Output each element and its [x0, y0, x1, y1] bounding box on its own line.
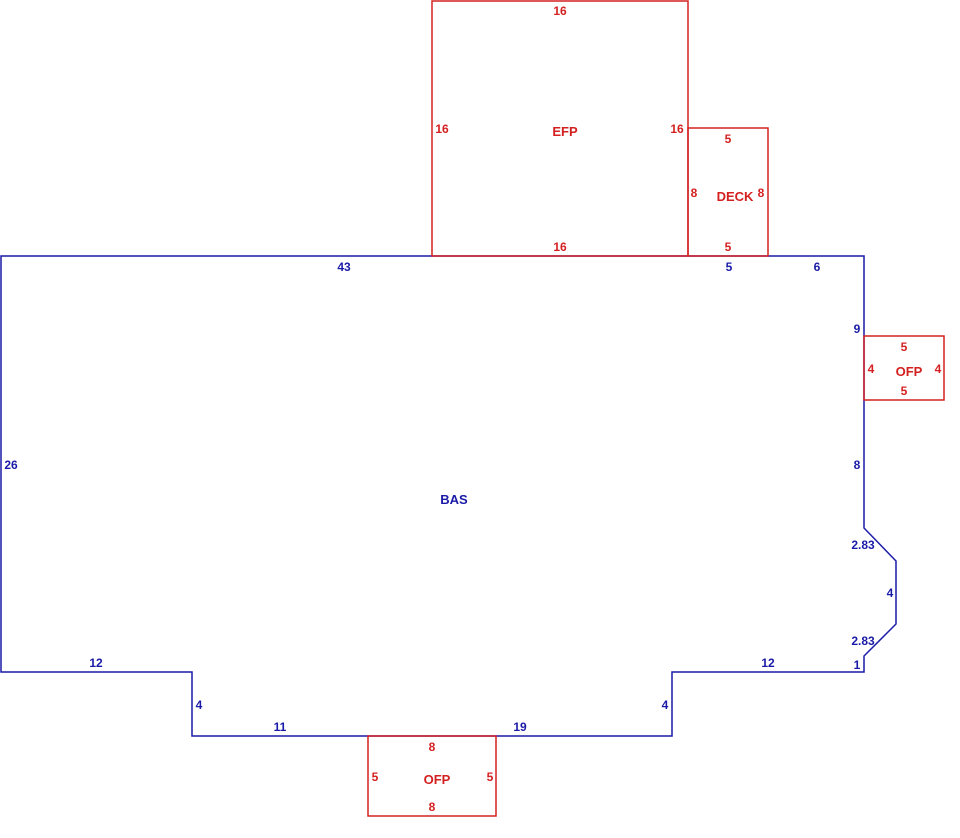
- bas-label: BAS: [440, 492, 468, 507]
- bas-dim-bottom-left-inner: 11: [274, 720, 287, 734]
- bas-dim-chamfer-lower: 2.83: [851, 634, 875, 648]
- bas-dim-step-right: 4: [662, 698, 669, 712]
- ofp-right-dim-left: 4: [868, 362, 875, 376]
- bas-dim-right-lower: 4: [887, 586, 894, 600]
- efp-dim-right: 16: [670, 122, 684, 136]
- ofp-bottom-label: OFP: [424, 772, 451, 787]
- deck-dim-right: 8: [758, 186, 765, 200]
- ofp-right-dim-right: 4: [935, 362, 942, 376]
- deck-label: DECK: [717, 189, 754, 204]
- bas-dim-right-bottom: 1: [854, 658, 861, 672]
- bas-dim-top-right: 6: [814, 260, 821, 274]
- ofp-right-outline: [863, 335, 945, 401]
- bas-dim-top-main: 43: [337, 260, 351, 274]
- ofp-right-dim-bottom: 5: [901, 384, 908, 398]
- bas-dim-bottom-left: 12: [89, 656, 103, 670]
- bas-dim-bottom-right: 12: [761, 656, 775, 670]
- bas-dim-chamfer-upper: 2.83: [851, 538, 875, 552]
- ofp-bottom-outline: [367, 735, 497, 817]
- bas-dim-step-left: 4: [196, 698, 203, 712]
- ofp-bottom-dim-right: 5: [487, 770, 494, 784]
- ofp-bottom-dim-top: 8: [429, 740, 436, 754]
- ofp-bottom-dim-bottom: 8: [429, 800, 436, 814]
- bas-dim-top-under-deck: 5: [726, 260, 733, 274]
- deck-dim-bottom: 5: [725, 240, 732, 254]
- ofp-right-label: OFP: [896, 364, 923, 379]
- bas-outline: [0, 255, 897, 737]
- efp-label: EFP: [552, 124, 578, 139]
- bas-dim-left: 26: [4, 458, 18, 472]
- ofp-bottom-dim-left: 5: [372, 770, 379, 784]
- deck-dim-top: 5: [725, 132, 732, 146]
- ofp-right-dim-top: 5: [901, 340, 908, 354]
- deck-dim-left: 8: [691, 186, 698, 200]
- efp-dim-left: 16: [435, 122, 449, 136]
- bas-dim-right-upper: 9: [854, 322, 861, 336]
- efp-dim-bottom: 16: [553, 240, 567, 254]
- deck-outline: [687, 127, 769, 257]
- efp-dim-top: 16: [553, 4, 567, 18]
- bas-dim-right-middle: 8: [854, 458, 861, 472]
- bas-dim-bottom-middle: 19: [513, 720, 527, 734]
